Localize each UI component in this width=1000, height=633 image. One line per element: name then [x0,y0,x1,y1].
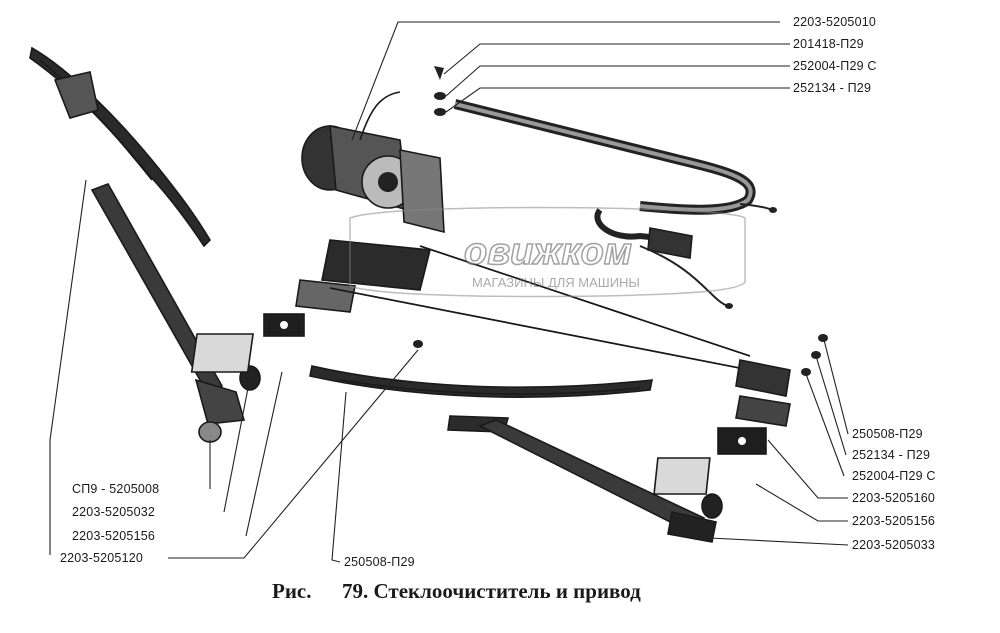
left-wiper-blade [29,46,212,248]
callout-left-4: 2203-5205120 [60,551,143,565]
callout-left-3: 2203-5205156 [72,529,155,543]
figure-caption-prefix: Рис. [272,579,312,603]
callout-right-5: 250508-П29 [852,427,923,441]
right-wiper-arm [478,419,717,543]
watermark: овижком МАГАЗИНЫ ДЛЯ МАШИНЫ [349,206,746,298]
left-wiper-arm [90,183,305,443]
leader-lines [49,21,849,563]
callout-right-6: 252134 - П29 [852,448,930,462]
callout-left-1: СП9 - 5205008 [72,482,159,496]
callout-right-8: 2203-5205160 [852,491,935,505]
watermark-tagline: МАГАЗИНЫ ДЛЯ МАШИНЫ [472,275,640,290]
callout-right-10: 2203-5205033 [852,538,935,552]
callout-right-1: 2203-5205010 [793,15,876,29]
callout-right-2: 201418-П29 [793,37,864,51]
right-pivot-assembly [413,334,828,519]
wiper-motor [295,91,445,313]
callout-right-9: 2203-5205156 [852,514,935,528]
watermark-logo: овижком [464,231,632,273]
right-wiper-blade [309,365,653,433]
wiring-harness [453,99,777,309]
drive-linkage [329,245,761,373]
figure-caption: 79. Стеклоочиститель и привод [342,579,641,603]
callout-left-2: 2203-5205032 [72,505,155,519]
callout-right-7: 252004-П29 С [852,469,936,483]
top-fasteners [434,66,446,116]
callout-right-3: 252004-П29 С [793,59,877,73]
callout-right-4: 252134 - П29 [793,81,871,95]
callout-bottom-1: 250508-П29 [344,555,415,569]
